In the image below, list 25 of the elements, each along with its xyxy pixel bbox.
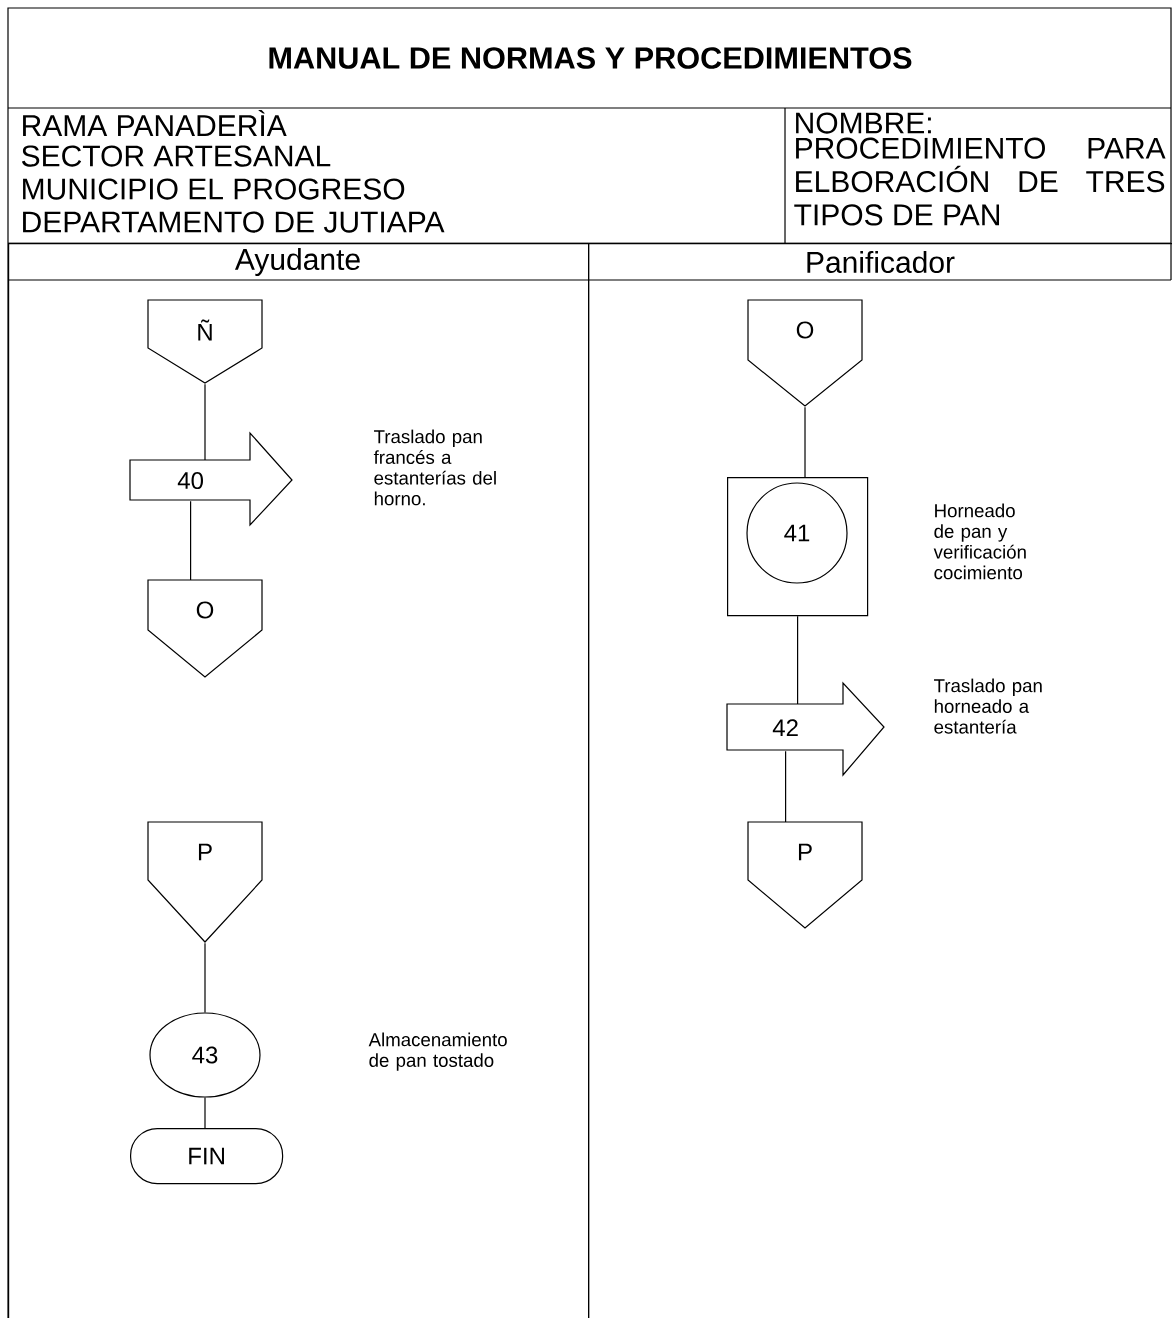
header-text: DEPARTAMENTO DE JUTIAPA (23, 211, 445, 233)
terminator: FIN (130, 1128, 284, 1185)
connector-line (804, 406, 806, 478)
header-text: NOMBRE: (796, 112, 931, 134)
off-page-connector: P (147, 821, 263, 943)
header-text: RAMA PANADERÌA (23, 110, 287, 136)
off-page-connector: O (747, 299, 863, 407)
header-text: MUNICIPIO EL PROGRESO (23, 178, 405, 200)
step-description: Almacenamiento de pan tostado (368, 1032, 507, 1071)
header-text: SECTOR ARTESANAL (21, 145, 331, 167)
connector-line (204, 1097, 206, 1129)
step-description: Horneado de pan y verificación cocimiento (933, 503, 1026, 580)
connector-line (204, 383, 206, 461)
header-text: PROCEDIMIENTO PARA ELBORACIÓN DE TRES TIPOS DE PAN (794, 137, 1166, 226)
combined-activity-box: 41 (727, 477, 869, 617)
off-page-connector: P (747, 821, 863, 929)
step-description: Traslado pan francés a estanterías del horno. (373, 429, 496, 506)
off-page-connector: O (147, 579, 263, 678)
off-page-connector: Ñ (147, 299, 263, 384)
connector-line (797, 615, 799, 705)
connector-line (190, 500, 192, 581)
step-description: Traslado pan horneado a estantería (934, 678, 1042, 734)
connector-line (204, 942, 206, 1013)
connector-line (785, 750, 787, 823)
title: MANUAL DE NORMAS Y PROCEDIMIENTOS (269, 47, 912, 69)
